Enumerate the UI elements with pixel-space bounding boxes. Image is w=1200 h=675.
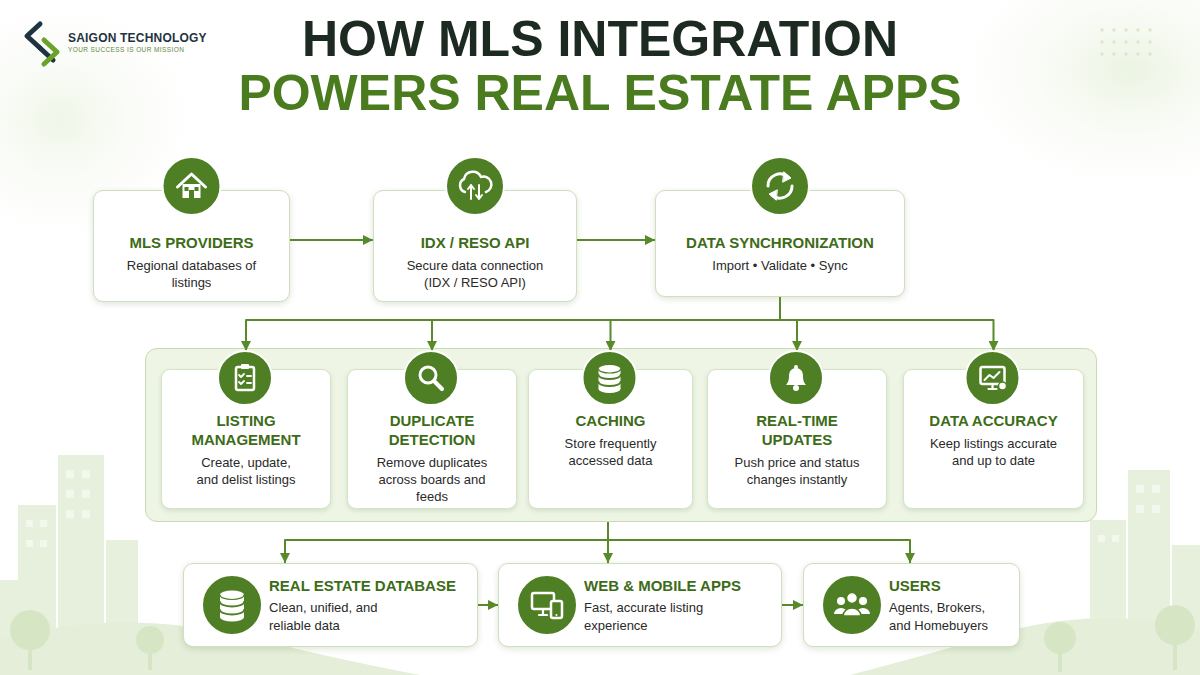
feature-card: DUPLICATE DETECTION Remove duplicates acr…: [347, 351, 517, 509]
output-box: USERS Agents, Brokers, and Homebuyers: [803, 563, 1020, 647]
node-heading: DATA ACCURACY: [929, 411, 1057, 430]
node-body: Agents, Brokers, and Homebuyers: [889, 599, 999, 635]
feature-card: CACHING Store frequently accessed data: [528, 351, 693, 509]
node-heading: REAL-TIME UPDATES: [727, 411, 867, 449]
connector: [290, 239, 373, 241]
node-body: Remove duplicates across boards and feed…: [376, 454, 488, 505]
node-heading: WEB & MOBILE APPS: [584, 576, 781, 595]
process-box: MLS PROVIDERS Regional databases of listi…: [93, 190, 290, 302]
brand-name: SAIGON TECHNOLOGY: [68, 31, 207, 45]
output-box: WEB & MOBILE APPS Fast, accurate listing …: [498, 563, 782, 647]
node-body: Push price and status changes instantly: [727, 454, 867, 488]
node-body: Clean, unified, and reliable data: [269, 599, 409, 635]
feature-card: REAL-TIME UPDATES Push price and status c…: [707, 351, 887, 509]
node-heading: DATA SYNCHRONIZATION: [686, 233, 874, 252]
connector: [432, 297, 780, 351]
node-heading: LISTING MANAGEMENT: [176, 411, 316, 449]
node-body: Keep listings accurate and up to date: [924, 435, 1064, 469]
connector: [577, 239, 655, 241]
title: HOW MLS INTEGRATION POWERS REAL ESTATE A…: [200, 12, 1000, 120]
node-body: Regional databases of listings: [127, 257, 257, 291]
connector: [782, 604, 803, 606]
node-heading: CACHING: [576, 411, 646, 430]
node-body: Fast, accurate listing experience: [584, 599, 734, 635]
node-body: Import • Validate • Sync: [712, 257, 847, 274]
connector: [246, 297, 780, 351]
group-band: LISTING MANAGEMENT Create, update, and de…: [145, 348, 1097, 522]
node-heading: MLS PROVIDERS: [129, 233, 253, 252]
connector: [780, 297, 797, 351]
process-box: DATA SYNCHRONIZATION Import • Validate • …: [655, 190, 905, 297]
node-heading: USERS: [889, 576, 1019, 595]
node-heading: DUPLICATE DETECTION: [362, 411, 502, 449]
connector: [607, 522, 609, 563]
node-heading: IDX / RESO API: [421, 233, 530, 252]
connector: [608, 522, 910, 563]
connector: [285, 522, 608, 563]
feature-card: LISTING MANAGEMENT Create, update, and de…: [161, 351, 331, 509]
node-body: Secure data connection (IDX / RESO API): [400, 257, 550, 291]
connector: [611, 297, 781, 351]
brand-tagline: YOUR SUCCESS IS OUR MISSION: [68, 46, 184, 53]
output-box: REAL ESTATE DATABASE Clean, unified, and …: [183, 563, 478, 647]
connector: [780, 297, 994, 351]
node-heading: REAL ESTATE DATABASE: [269, 576, 477, 595]
node-body: Create, update, and delist listings: [192, 454, 300, 488]
node-body: Store frequently accessed data: [556, 435, 666, 469]
process-box: IDX / RESO API Secure data connection (ID…: [373, 190, 577, 302]
feature-card: DATA ACCURACY Keep listings accurate and …: [903, 351, 1084, 509]
connector: [478, 604, 498, 606]
